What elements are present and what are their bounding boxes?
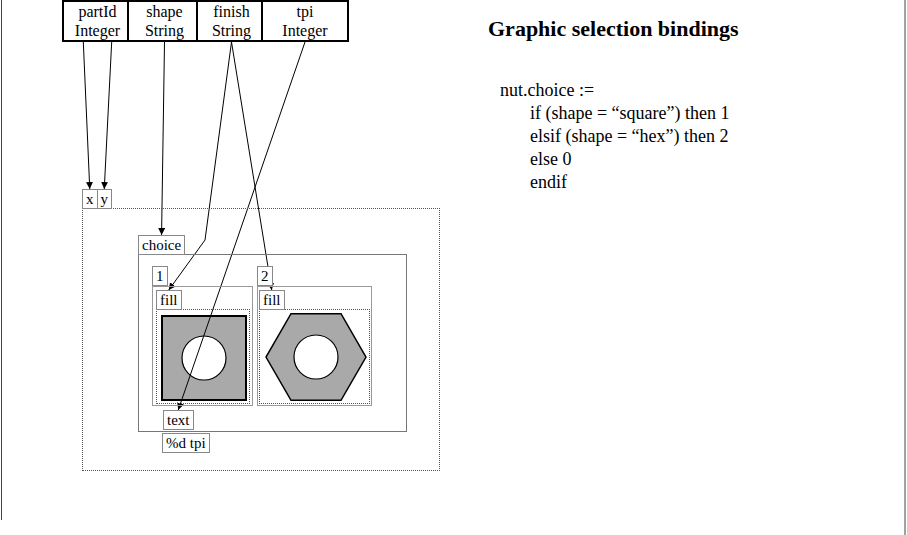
code-line: elsif (shape = “hex”) then 2	[530, 126, 729, 148]
field-text: String	[129, 21, 200, 40]
page-border	[905, 0, 906, 535]
field-cell: partIdInteger	[62, 0, 133, 42]
field-text: partId	[64, 2, 131, 21]
binding-line	[104, 42, 111, 189]
hex-nut-body	[266, 314, 366, 401]
diagram-title: Graphic selection bindings	[488, 16, 739, 42]
tab-label: %d tpi	[162, 433, 210, 453]
field-cell: shapeString	[127, 0, 202, 42]
code-line: endif	[530, 172, 567, 194]
tab-row: 1	[152, 266, 253, 286]
nut-hole	[182, 336, 226, 380]
binding-line	[162, 42, 165, 235]
case-frame: 1 fill	[152, 266, 253, 406]
case-number: 1	[152, 266, 168, 286]
field-text: Integer	[64, 21, 131, 40]
tab-row: xy	[82, 189, 440, 209]
frame-outline	[156, 309, 250, 404]
page-border	[1, 0, 2, 520]
tab-row: fill	[259, 290, 370, 310]
tab-label: choice	[138, 235, 185, 255]
code-line: nut.choice :=	[500, 80, 594, 102]
tab-box: text	[163, 410, 193, 430]
binding-line	[232, 42, 272, 290]
field-text: Integer	[263, 21, 347, 40]
field-text: tpi	[263, 2, 347, 21]
tab-label: y	[97, 189, 113, 209]
tab-box: %d tpi	[162, 433, 209, 453]
field-text: shape	[129, 2, 200, 21]
code-line: else 0	[530, 149, 571, 171]
tab-label: text	[163, 410, 194, 430]
tabbed-frame: xy choice 1 fill 2 fill text %d tpi	[82, 189, 440, 471]
case-frame: 2 fill	[257, 266, 372, 406]
code-line: if (shape = “square”) then 1	[530, 103, 730, 125]
field-text: finish	[198, 2, 265, 21]
tab-row: fill	[156, 290, 250, 310]
square-nut	[162, 316, 246, 400]
binding-line	[178, 42, 305, 410]
field-text: String	[198, 21, 265, 40]
tab-label: fill	[259, 290, 285, 310]
tab-row: choice	[138, 235, 407, 255]
tabbed-frame: fill	[259, 290, 370, 404]
frame-outline	[259, 309, 370, 404]
tab-label: fill	[156, 290, 182, 310]
field-cell: finishString	[196, 0, 267, 42]
tab-row: 2	[257, 266, 372, 286]
tabbed-frame: fill	[156, 290, 250, 404]
tab-label: x	[82, 189, 98, 209]
nut-hole	[294, 335, 338, 379]
square-nut-body	[162, 316, 246, 400]
tabbed-frame: choice 1 fill 2 fill	[138, 235, 407, 432]
binding-line	[83, 42, 89, 189]
field-cell: tpiInteger	[261, 0, 349, 42]
hex-nut	[266, 314, 366, 401]
case-number: 2	[257, 266, 273, 286]
